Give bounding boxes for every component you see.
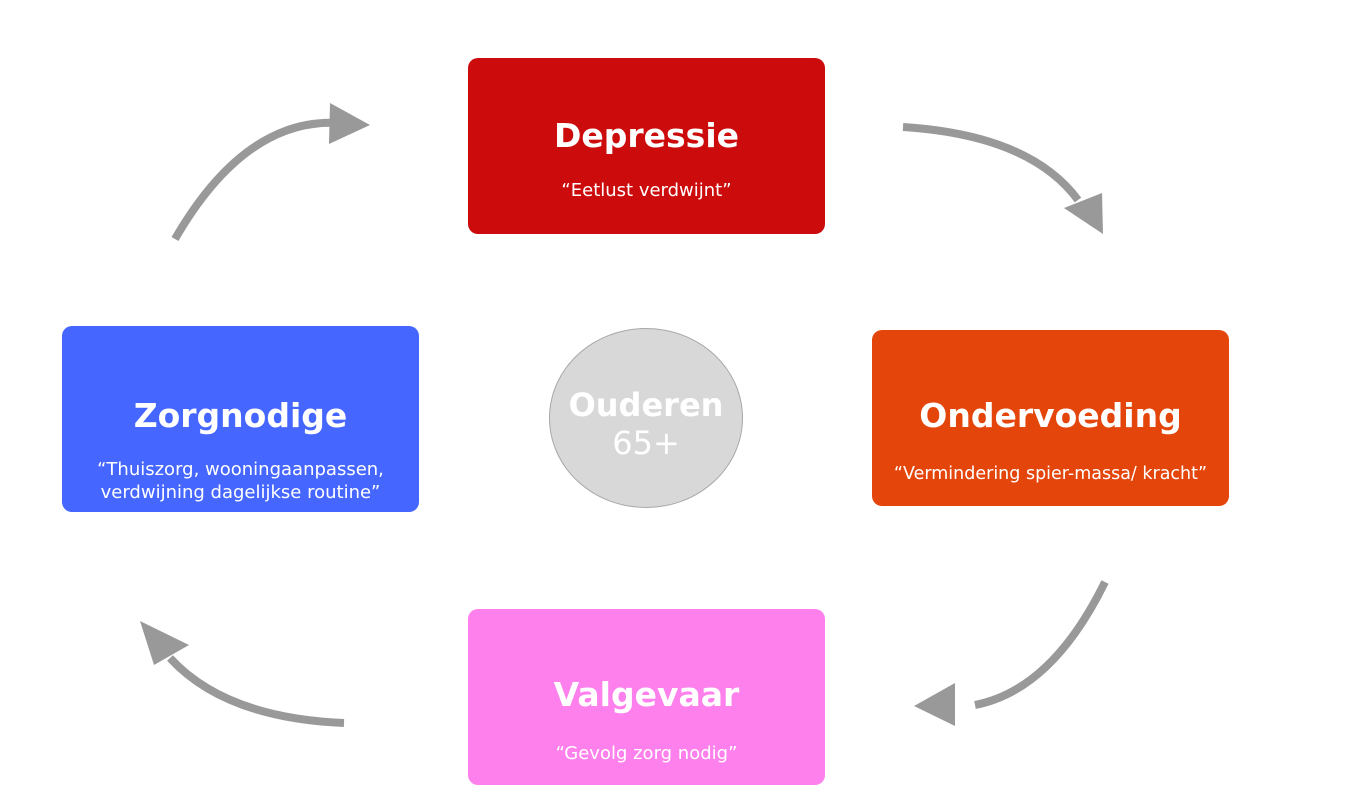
arrow-ondervoeding-to-valgevaar: [974, 580, 1109, 709]
center-circle: Ouderen 65+: [549, 328, 743, 508]
arrowhead-top: [329, 103, 370, 144]
arrowhead-left: [140, 621, 189, 665]
node-title: Zorgnodige: [133, 396, 348, 435]
center-label-line2: 65+: [612, 424, 680, 462]
node-subtitle: “Eetlust verdwijnt”: [561, 180, 732, 201]
node-zorgnodige: Zorgnodige “Thuiszorg, wooningaanpassen,…: [62, 326, 419, 512]
node-subtitle: “Gevolg zorg nodig”: [555, 743, 738, 764]
node-valgevaar: Valgevaar “Gevolg zorg nodig”: [468, 609, 825, 785]
node-title: Valgevaar: [553, 675, 740, 714]
center-label-line1: Ouderen: [568, 386, 724, 424]
arrow-depressie-to-ondervoeding: [902, 123, 1082, 203]
node-depressie: Depressie “Eetlust verdwijnt”: [468, 58, 825, 234]
node-title: Depressie: [553, 116, 740, 155]
arrow-zorgnodige-to-depressie: [171, 118, 339, 242]
arrow-valgevaar-to-zorgnodige: [167, 655, 345, 727]
node-title: Ondervoeding: [919, 396, 1182, 435]
node-subtitle: “Thuiszorg, wooningaanpassen, verdwijnin…: [97, 459, 384, 503]
arrowhead-right: [1064, 193, 1103, 234]
node-ondervoeding: Ondervoeding “Vermindering spier-massa/ …: [872, 330, 1229, 506]
node-subtitle: “Vermindering spier-massa/ kracht”: [893, 464, 1208, 484]
arrowhead-bottom: [914, 683, 955, 726]
